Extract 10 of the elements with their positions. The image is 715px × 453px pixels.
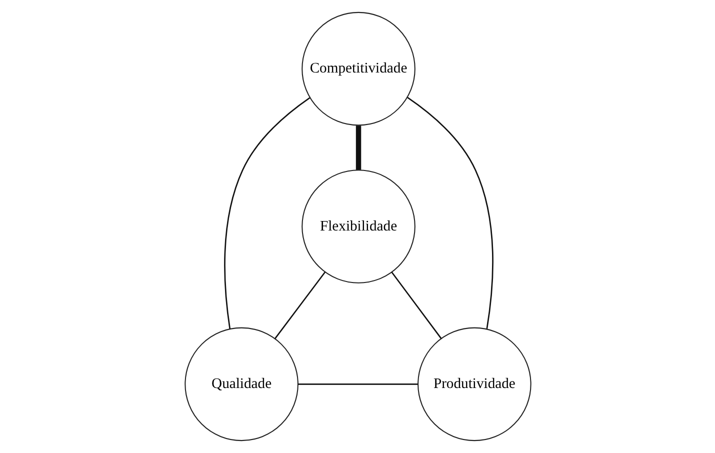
node-circle: Qualidade [184,327,298,442]
connector [297,384,418,385]
node-circle: Competitividade [301,12,415,126]
connector [355,126,361,170]
node-circle: Flexibilidade [301,170,415,284]
connector [406,96,493,329]
node-circle: Produtividade [417,327,531,442]
connector [390,272,442,339]
connector [274,272,326,339]
connector [224,97,310,329]
